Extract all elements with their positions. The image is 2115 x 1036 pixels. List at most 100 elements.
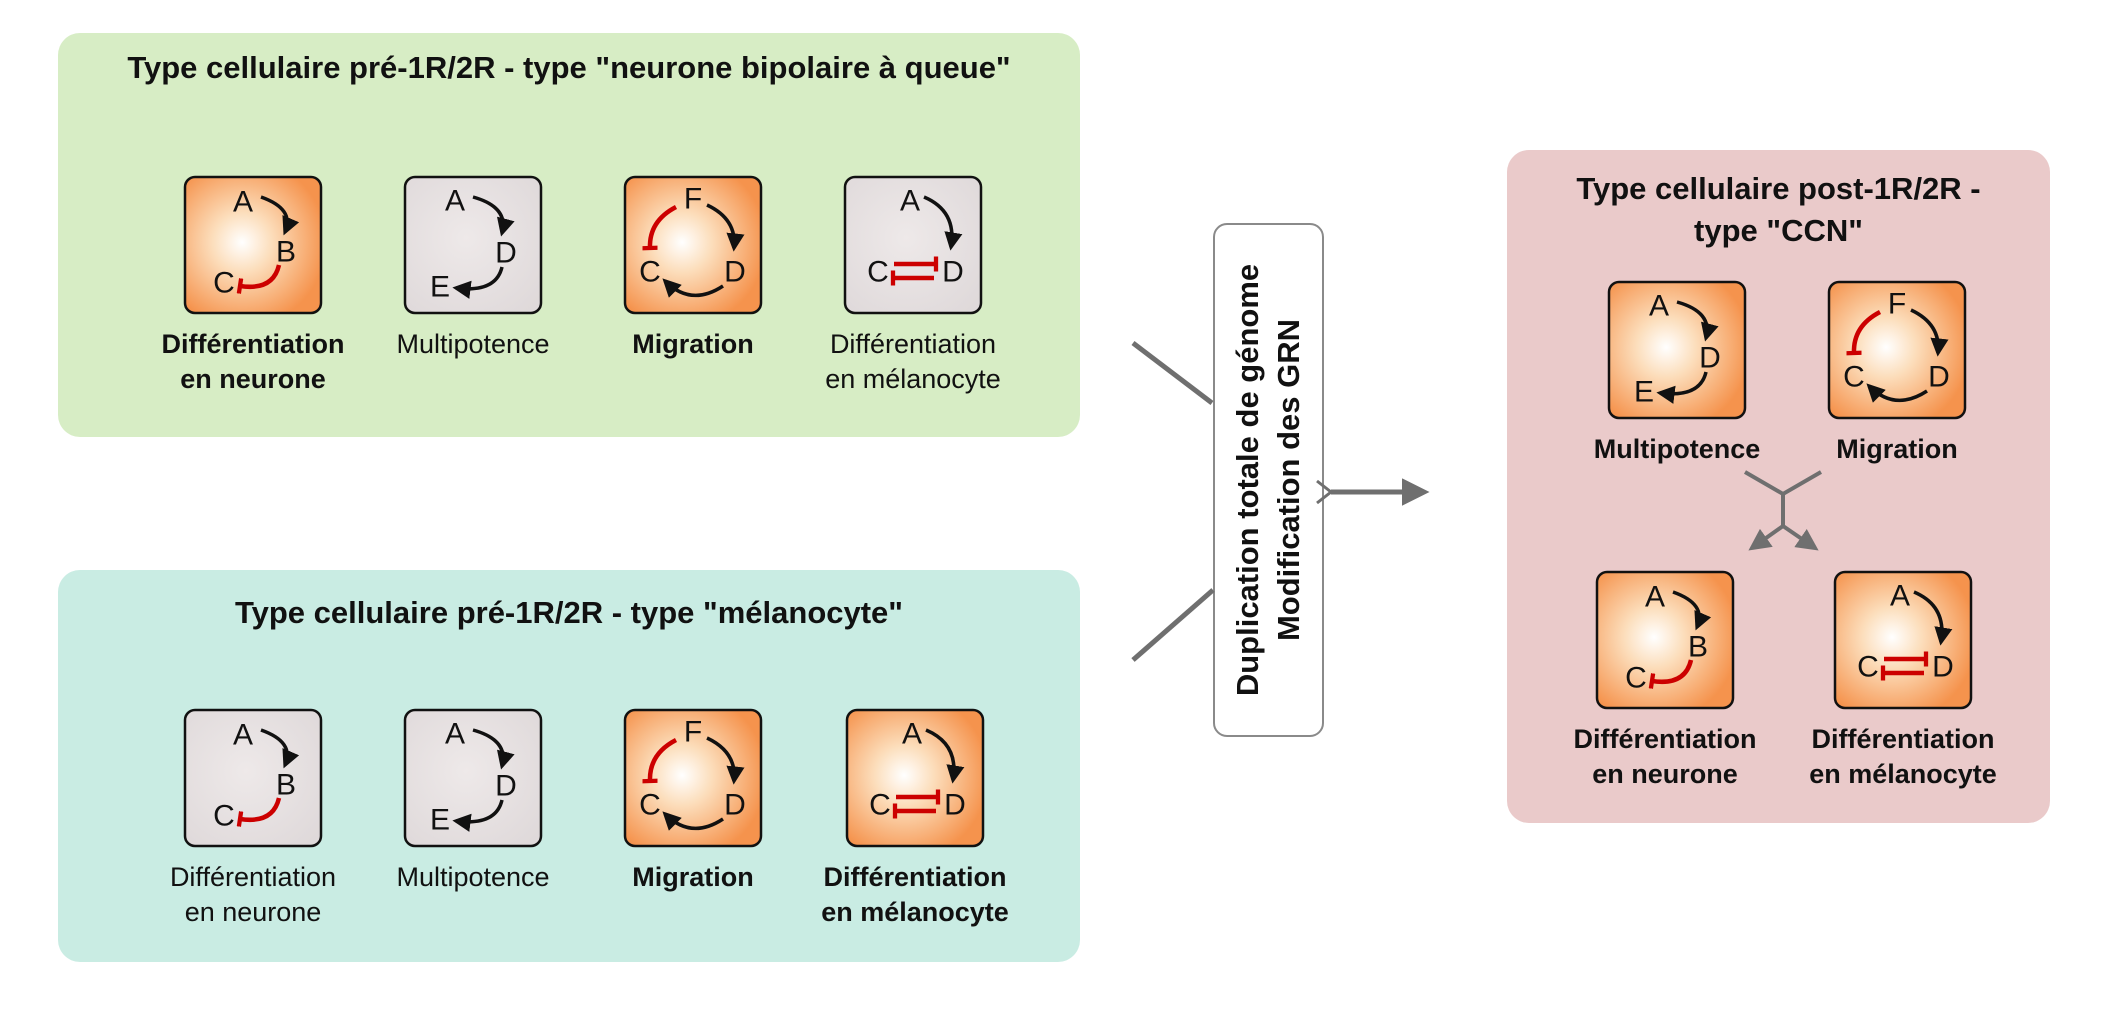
edge-A-activation-D-icon	[472, 195, 515, 237]
gene-node-B: B	[1688, 631, 1708, 664]
active-network-box	[1827, 280, 1967, 420]
motif-label-post_ccn-1: Migration	[1836, 434, 1958, 464]
gene-node-E: E	[430, 804, 450, 837]
motif-label-pre_neurone-1: Multipotence	[396, 329, 550, 359]
gene-node-A: A	[900, 185, 920, 218]
inactive-network-box	[403, 175, 543, 315]
active-network-box	[183, 175, 323, 315]
motif-label-pre_neurone-0: Différentiation en neurone	[161, 329, 345, 394]
gene-node-C: C	[213, 267, 235, 300]
edge-D-activation-E-icon	[452, 799, 504, 832]
gene-node-A: A	[445, 185, 465, 218]
gene-node-D: D	[942, 256, 964, 289]
gene-node-F: F	[684, 716, 702, 749]
panel-pre-neurone-title: Type cellulaire pré-1R/2R - type "neuron…	[127, 50, 1011, 85]
gene-node-A: A	[902, 718, 922, 751]
edge-D-activation-C-icon	[1866, 383, 1928, 403]
motif-label-pre_melanocyte-2: Migration	[632, 862, 754, 892]
edge-F-activation-D-icon	[706, 203, 745, 252]
gene-node-E: E	[1634, 376, 1654, 409]
gene-node-B: B	[276, 769, 296, 802]
process-box-line1: Duplication totale de génome	[1229, 263, 1265, 697]
edge-D-activation-E-icon	[1656, 371, 1708, 404]
gene-node-D: D	[495, 237, 517, 270]
edge-A-activation-B-icon	[260, 728, 300, 769]
active-network-box	[1607, 280, 1747, 420]
motif-box-pre_melanocyte-migration: F C D	[623, 708, 763, 848]
active-network-box	[845, 708, 985, 848]
motif-label-post_ccn-0: Multipotence	[1593, 434, 1761, 464]
active-network-box	[623, 708, 763, 848]
motif-label-post_ccn-3: Différentiation en mélanocyte	[1809, 724, 1997, 789]
process-box-line2: Modification des GRN	[1270, 318, 1306, 642]
connector-from-pre-melanocyte	[1131, 588, 1215, 662]
gene-node-F: F	[684, 183, 702, 216]
active-network-box	[1833, 570, 1973, 710]
active-network-box	[623, 175, 763, 315]
inactive-network-box	[843, 175, 983, 315]
inactive-network-box	[183, 708, 323, 848]
gene-node-C: C	[869, 789, 891, 822]
motif-box-post_ccn-migration: F C D	[1827, 280, 1967, 420]
edge-B-inhibition-C-icon	[1648, 659, 1694, 689]
gene-node-C: C	[213, 800, 235, 833]
gene-node-A: A	[1890, 580, 1910, 613]
edge-A-activation-D-icon	[1676, 300, 1719, 342]
edge-D-activation-E-icon	[452, 266, 504, 299]
motif-box-pre_neurone-migration: F C D	[623, 175, 763, 315]
edge-B-inhibition-C-icon	[236, 264, 282, 294]
gene-node-A: A	[1649, 290, 1669, 323]
gene-node-D: D	[495, 770, 517, 803]
gene-node-D: D	[724, 789, 746, 822]
edge-A-activation-D-icon	[923, 195, 963, 251]
gene-node-F: F	[1888, 288, 1906, 321]
edge-A-activation-B-icon	[260, 195, 300, 236]
gene-node-A: A	[233, 186, 253, 219]
edge-F-inhibition-C-icon	[642, 205, 678, 251]
edge-F-inhibition-C-icon	[642, 738, 678, 784]
gene-node-C: C	[1843, 361, 1865, 394]
panel-pre-melanocyte-title: Type cellulaire pré-1R/2R - type "mélano…	[235, 595, 903, 630]
gene-node-A: A	[445, 718, 465, 751]
inactive-network-box	[403, 708, 543, 848]
edge-A-activation-D-icon	[1913, 590, 1953, 646]
gene-node-D: D	[1932, 651, 1954, 684]
process-box-text: Duplication totale de génome Modificatio…	[1228, 220, 1310, 740]
edge-F-activation-D-icon	[1910, 308, 1949, 357]
motif-box-post_ccn-diff_melanocyte: A C D	[1833, 570, 1973, 710]
gene-node-D: D	[724, 256, 746, 289]
gene-node-C: C	[1857, 651, 1879, 684]
gene-node-C: C	[867, 256, 889, 289]
gene-node-A: A	[1645, 581, 1665, 614]
active-network-box	[1595, 570, 1735, 710]
motif-label-pre_melanocyte-3: Différentiation en mélanocyte	[821, 862, 1009, 927]
process-box: Duplication totale de génome Modificatio…	[1213, 223, 1324, 737]
edge-F-inhibition-C-icon	[1846, 310, 1882, 356]
gene-node-D: D	[1699, 342, 1721, 375]
motif-label-pre_melanocyte-0: Différentiation en neurone	[169, 862, 337, 927]
edge-D-activation-C-icon	[662, 278, 724, 298]
gene-node-D: D	[1928, 361, 1950, 394]
edge-F-activation-D-icon	[706, 736, 745, 785]
motif-label-pre_neurone-2: Migration	[632, 329, 754, 359]
gene-node-C: C	[639, 256, 661, 289]
gene-node-B: B	[276, 236, 296, 269]
motif-label-pre_melanocyte-1: Multipotence	[396, 862, 550, 892]
gene-node-C: C	[639, 789, 661, 822]
gene-node-A: A	[233, 719, 253, 752]
connector-from-pre-neurone	[1131, 341, 1214, 405]
edge-B-inhibition-C-icon	[236, 797, 282, 827]
edge-A-activation-B-icon	[1672, 590, 1712, 631]
motif-label-pre_neurone-3: Différentiation en mélanocyte	[825, 329, 1001, 394]
edge-D-activation-C-icon	[662, 811, 724, 831]
motif-box-pre_neurone-diff_melanocyte: A C D	[843, 175, 983, 315]
gene-node-E: E	[430, 271, 450, 304]
